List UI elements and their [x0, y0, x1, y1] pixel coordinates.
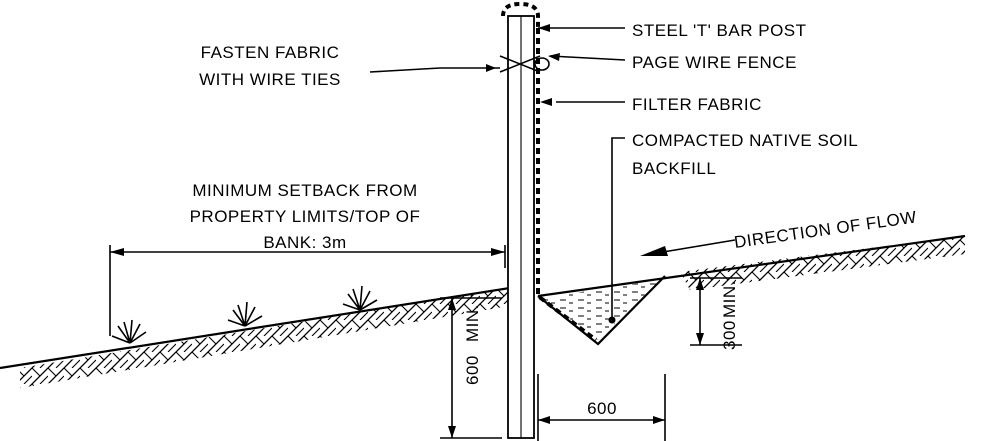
setback-dimension-line: [109, 245, 506, 336]
label-trench-width: 600: [587, 399, 617, 418]
trench-backfill: [542, 280, 660, 340]
grass-tuft-2: [227, 301, 263, 327]
label-backfill-line2: BACKFILL: [632, 159, 716, 178]
grass-tuft-3: [342, 285, 378, 311]
label-setback-line3: BANK: 3m: [263, 233, 346, 252]
leader-arrowheads: [486, 24, 616, 324]
label-flow: DIRECTION OF FLOW: [733, 208, 918, 252]
label-post-depth: 600: [463, 355, 482, 385]
ground-hatch-left: [20, 288, 510, 388]
ground-hatch-right: [680, 236, 965, 290]
label-post-depth-note: MIN.: [463, 304, 482, 342]
label-setback-line2: PROPERTY LIMITS/TOP OF: [190, 207, 421, 226]
trench-width-dimension: [537, 374, 666, 441]
ground-line-left: [0, 286, 511, 370]
trench-depth-arrowheads: [696, 278, 704, 345]
leader-lines: [369, 27, 626, 320]
label-backfill-line1: COMPACTED NATIVE SOIL: [632, 131, 858, 150]
label-wire-fence: PAGE WIRE FENCE: [632, 53, 797, 72]
label-filter-fabric: FILTER FABRIC: [632, 95, 762, 114]
post-depth-dimension: [440, 297, 502, 439]
ground-line-right: [537, 234, 966, 298]
label-trench-depth-note: MIN.: [720, 280, 739, 318]
label-fasten-line2: WITH WIRE TIES: [199, 70, 341, 89]
label-post: STEEL 'T' BAR POST: [632, 21, 807, 40]
grass-tuft-1: [111, 319, 147, 344]
label-trench-depth: 300: [720, 320, 739, 350]
label-setback-line1: MINIMUM SETBACK FROM: [192, 181, 417, 200]
wire-ties: [499, 55, 550, 73]
post-depth-arrowheads: [448, 298, 456, 438]
flow-arrow: [640, 239, 736, 256]
label-fasten-line1: FASTEN FABRIC: [201, 43, 340, 62]
setback-arrowheads: [110, 248, 505, 256]
trench-width-arrowheads: [538, 416, 665, 424]
